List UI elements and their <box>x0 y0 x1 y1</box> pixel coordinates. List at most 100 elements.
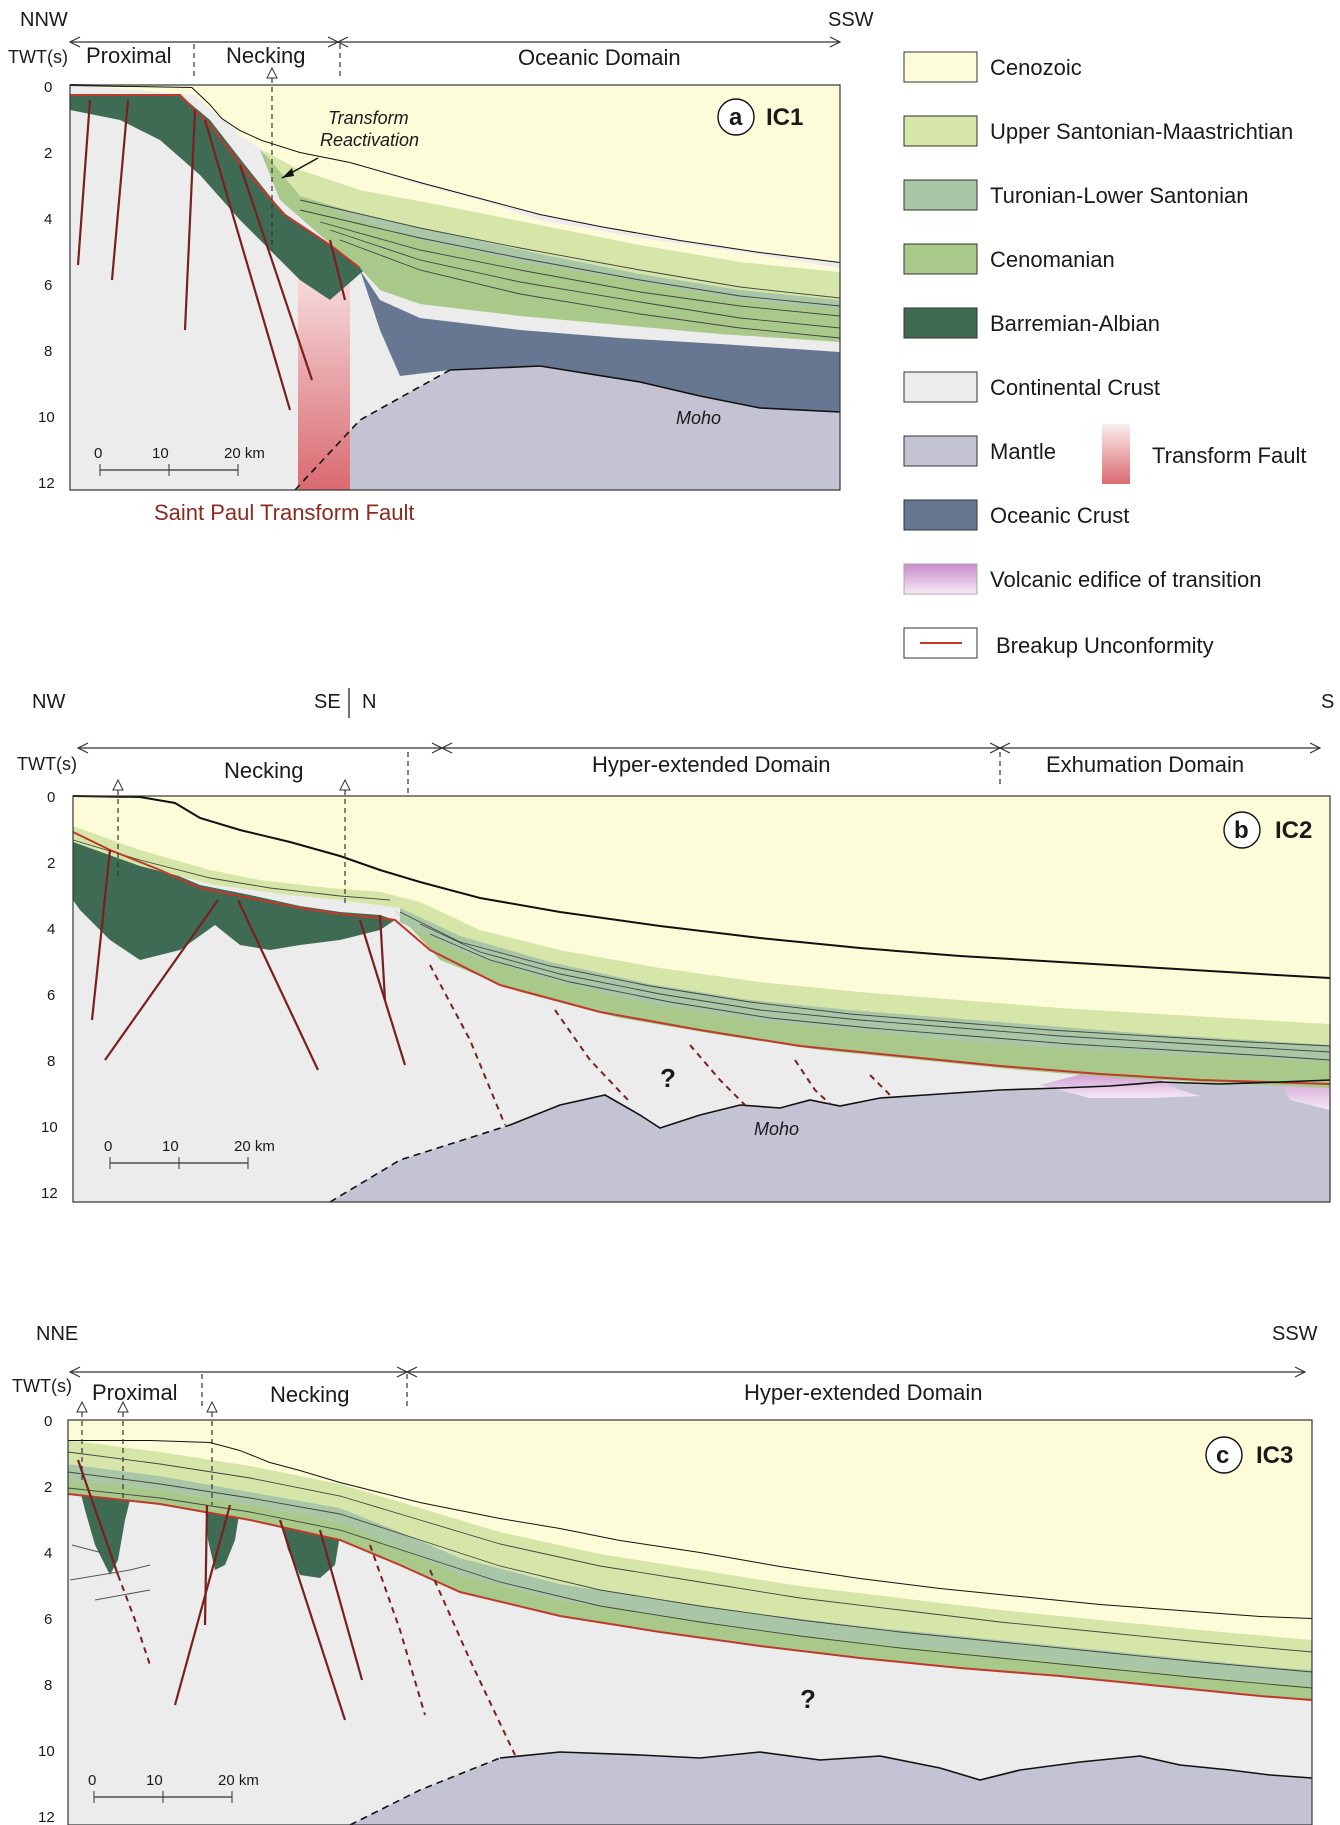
panel-a: NNW SSW TWT(s) Proximal Necking Oceanic … <box>8 9 874 525</box>
panel-a-twt-label: TWT(s) <box>8 47 68 67</box>
tick-label: 6 <box>44 277 52 294</box>
panel-a-annotation: Transform Reactivation <box>320 108 419 150</box>
panel-c-section <box>67 1400 1313 1825</box>
panel-a-badge-name: IC1 <box>766 104 803 131</box>
legend-label-turonian: Turonian-Lower Santonian <box>990 183 1248 208</box>
tick-label: 10 <box>38 409 55 426</box>
panel-c-domain-hyper: Hyper-extended Domain <box>744 1380 982 1405</box>
panel-c-turonian <box>68 1464 1312 1686</box>
tick-label: 12 <box>41 1185 58 1202</box>
panel-c-domain-arrows <box>68 1366 1307 1410</box>
panel-a-domain-arrows <box>68 36 842 80</box>
tick-label: 6 <box>44 1611 52 1628</box>
panel-c-dir-left: NNE <box>36 1323 78 1345</box>
scale-label: 20 km <box>224 445 265 462</box>
tick-label: 8 <box>47 1053 55 1070</box>
tick-label: 12 <box>38 1809 55 1825</box>
panel-c-twt-label: TWT(s) <box>12 1376 72 1396</box>
legend-swatch-oceanic <box>903 499 978 531</box>
scale-label: 10 <box>162 1138 179 1155</box>
panel-b-twt-label: TWT(s) <box>17 754 77 774</box>
legend-label-breakup: Breakup Unconformity <box>996 633 1214 658</box>
annotation-arrowhead <box>282 168 294 178</box>
tick-label: 8 <box>44 1677 52 1694</box>
tick-label: 10 <box>38 1743 55 1760</box>
panel-a-caption: Saint Paul Transform Fault <box>154 500 414 525</box>
panel-c: NNE SSW TWT(s) Proximal Necking Hyper-ex… <box>12 1323 1318 1825</box>
panel-b-moho-label: Moho <box>754 1119 799 1139</box>
panel-a-moho-label: Moho <box>676 408 721 428</box>
legend-swatch-barremian <box>903 307 978 339</box>
panel-a-dir-right: SSW <box>828 9 874 31</box>
panel-c-dir-right: SSW <box>1272 1323 1318 1345</box>
panel-b: NW SE N S TWT(s) Necking Hyper-extended … <box>17 688 1334 1203</box>
legend-label-barremian: Barremian-Albian <box>990 311 1160 336</box>
scale-label: 20 km <box>218 1772 259 1789</box>
legend-swatch-transform <box>1102 424 1130 484</box>
panel-c-domain-necking: Necking <box>270 1382 349 1407</box>
panel-a-domain-necking: Necking <box>226 43 305 68</box>
tick-label: 10 <box>41 1119 58 1136</box>
tick-label: 4 <box>44 211 52 228</box>
legend-label-continental: Continental Crust <box>990 375 1160 400</box>
panel-b-domain-exhumation: Exhumation Domain <box>1046 752 1244 777</box>
legend-swatch-turonian <box>903 179 978 211</box>
panel-a-dir-left: NNW <box>20 9 68 31</box>
panel-c-cenomanian <box>68 1480 1312 1700</box>
panel-b-domain-necking: Necking <box>224 758 303 783</box>
tick-label: 6 <box>47 987 55 1004</box>
panel-b-badge-letter: b <box>1234 817 1249 844</box>
legend-swatch-cenozoic <box>903 51 978 83</box>
panel-b-dir-right: S <box>1321 691 1334 713</box>
panel-b-upper-santonian <box>73 826 1330 1045</box>
annotation-line-2: Reactivation <box>320 130 419 150</box>
panel-a-oceanic-crust <box>360 270 840 412</box>
panel-a-section <box>69 66 841 491</box>
tick-label: 4 <box>44 1545 52 1562</box>
legend-label-volcanic: Volcanic edifice of transition <box>990 567 1262 592</box>
legend-swatch-volcanic <box>903 563 978 595</box>
legend-label-oceanic: Oceanic Crust <box>990 503 1129 528</box>
scale-label: 0 <box>104 1138 112 1155</box>
legend-label-transform: Transform Fault <box>1152 443 1306 468</box>
panel-b-cenozoic <box>73 796 1330 1024</box>
scale-label: 0 <box>88 1772 96 1789</box>
tick-label: 0 <box>44 1413 52 1430</box>
panel-a-barremian <box>70 95 370 300</box>
tick-label: 0 <box>44 79 52 96</box>
panel-c-upper-santonian <box>68 1440 1312 1670</box>
panel-b-dir-mid-right: N <box>362 691 376 713</box>
panel-b-mantle <box>330 1080 1330 1202</box>
panel-b-section <box>72 778 1331 1203</box>
legend-label-upper-santonian: Upper Santonian-Maastrichtian <box>990 119 1293 144</box>
panel-b-dir-left: NW <box>32 691 65 713</box>
panel-c-barremian <box>80 1490 130 1575</box>
tick-label: 2 <box>44 145 52 162</box>
legend-swatch-cenomanian <box>903 243 978 275</box>
panel-a-domain-oceanic: Oceanic Domain <box>518 45 681 70</box>
legend-swatch-upper-santonian <box>903 115 978 147</box>
panel-b-domain-arrows <box>76 742 1322 795</box>
legend-swatch-mantle <box>903 435 978 467</box>
panel-a-badge-circle <box>717 98 755 136</box>
legend-label-mantle: Mantle <box>990 439 1056 464</box>
tick-label: 12 <box>38 475 55 492</box>
panel-b-volcanic <box>1040 1068 1200 1098</box>
scale-label: 10 <box>152 445 169 462</box>
panel-a-cenomanian <box>260 150 840 342</box>
legend-label-cenomanian: Cenomanian <box>990 247 1115 272</box>
panel-b-badge-circle <box>1223 811 1261 849</box>
panel-c-ticks: 0 2 4 6 8 10 12 <box>38 1413 55 1825</box>
panel-a-transform-fault <box>298 240 350 490</box>
panel-a-domain-proximal: Proximal <box>86 43 172 68</box>
panel-c-scale-bar: 0 10 20 km <box>88 1772 259 1803</box>
tick-label: 2 <box>47 855 55 872</box>
panel-b-question: ? <box>660 1063 676 1093</box>
scale-label: 0 <box>94 445 102 462</box>
tick-label: 0 <box>47 789 55 806</box>
scale-label: 10 <box>146 1772 163 1789</box>
panel-c-domain-proximal: Proximal <box>92 1380 178 1405</box>
panel-c-badge-circle <box>1205 1436 1243 1474</box>
panel-b-scale-bar: 0 10 20 km <box>104 1138 275 1169</box>
